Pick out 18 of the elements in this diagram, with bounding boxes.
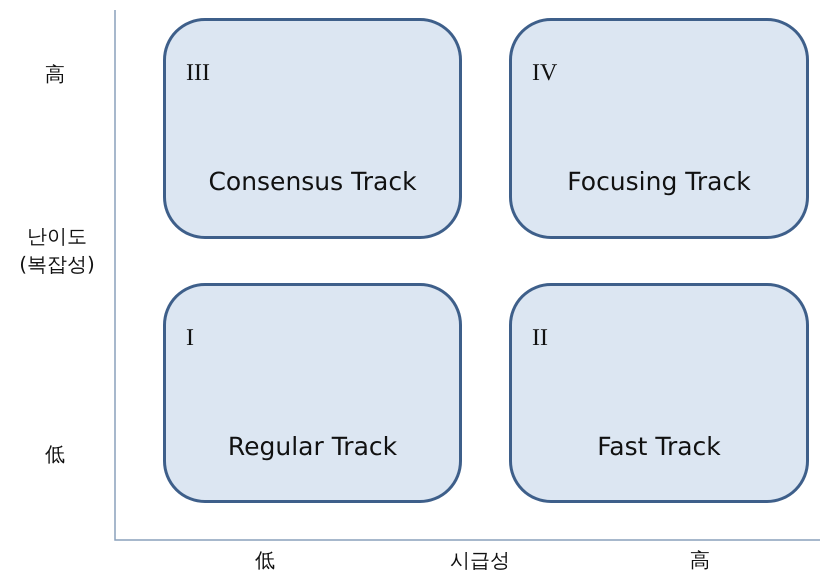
quadrant-numeral: II [532, 326, 548, 350]
track-name: Consensus Track [207, 169, 418, 194]
quadrant-numeral: IV [532, 61, 558, 85]
quadrant-box [163, 18, 462, 239]
track-name: Focusing Track [566, 169, 752, 194]
quadrant-box [509, 18, 809, 239]
axis-tick-label: 低 [254, 547, 276, 574]
quadrant-numeral: I [186, 326, 194, 350]
quadrant-numeral: III [186, 61, 210, 85]
axis-title: 난이도 (복잡성) [18, 223, 96, 278]
axis-tick-label: 低 [44, 441, 66, 468]
axis-title: 시급성 [449, 547, 511, 574]
track-name: Fast Track [596, 434, 722, 459]
track-name: Regular Track [226, 434, 398, 459]
axis-tick-label: 高 [689, 547, 711, 574]
quadrant-box [163, 283, 462, 503]
quadrant-box [509, 283, 809, 503]
axis-tick-label: 高 [44, 61, 66, 88]
